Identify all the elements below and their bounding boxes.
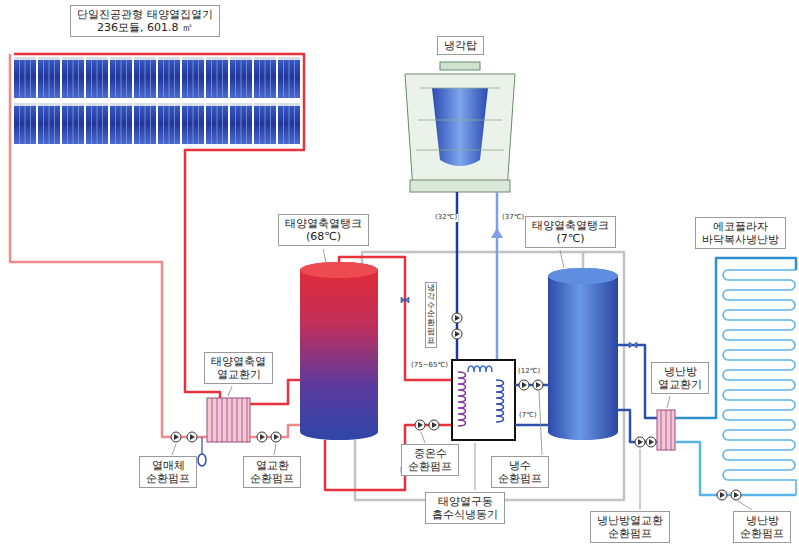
hot-pipe	[14, 54, 304, 398]
leader-line	[274, 444, 276, 455]
leader-line	[560, 250, 564, 268]
bypass-pipe	[355, 252, 624, 500]
leader-line	[172, 444, 176, 455]
return-pipe	[10, 54, 207, 437]
callout-text: 에코플라자 바닥복사냉난방	[701, 220, 780, 246]
heat-exchanger-plates	[661, 410, 671, 450]
pump-symbol	[717, 490, 727, 500]
collector-panels	[14, 103, 302, 144]
callout-text: 태양열축열탱크 (68℃)	[284, 217, 363, 243]
cooling-tower-fill	[432, 88, 488, 166]
callout-box: 냉난방 열교환기	[651, 362, 709, 394]
floor-coil	[723, 270, 796, 495]
hot-pipe	[325, 425, 452, 490]
valve-symbol	[629, 342, 637, 348]
callout-text: 태양열축열탱크 (7℃)	[531, 219, 610, 245]
pump-symbol	[635, 437, 645, 447]
pump-symbol	[429, 420, 439, 430]
cooling-tower-fan	[440, 62, 480, 70]
floor-pipe	[675, 442, 796, 495]
callout-box: 냉각탑	[437, 36, 484, 55]
callout-box: 태양열축열 열교환기	[204, 352, 273, 384]
cooling-tower-frame	[416, 88, 504, 150]
chilled-pipe	[515, 424, 548, 427]
leader-line	[228, 386, 232, 396]
callout-box: 태양열축열탱크 (7℃)	[525, 216, 616, 248]
leader-line	[640, 449, 641, 510]
pump-label: 냉각수 순환펌프	[425, 282, 437, 348]
leader-line	[421, 432, 425, 443]
callout-box: 태양열구동 흡수식냉동기	[425, 492, 505, 524]
callout-box: 태양열축열탱크 (68℃)	[278, 214, 369, 246]
pump-symbol	[187, 432, 197, 442]
temperature-label: (37℃)	[501, 214, 525, 222]
callout-text: 태양열축열 열교환기	[210, 355, 267, 381]
callout-text: 냉각탑	[443, 39, 478, 52]
callout-box: 열매체 순환펌프	[139, 456, 197, 488]
pump-symbol	[415, 420, 425, 430]
heat-exchanger	[207, 398, 250, 442]
leader-line	[539, 391, 542, 455]
cooling-tower	[405, 74, 515, 190]
callout-box: 에코플라자 바닥복사냉난방	[695, 217, 786, 249]
leader-line	[475, 443, 476, 490]
hot-pipe	[339, 257, 452, 380]
collector-panels	[14, 57, 302, 98]
callout-box: 단일진공관형 태양열집열기 236모듈, 601.8 ㎡	[70, 5, 220, 37]
callout-text: 중온수 순환펌프	[407, 447, 453, 473]
callout-box: 냉난방 순환펌프	[733, 511, 791, 543]
hot-storage-tank	[300, 262, 378, 440]
callout-text: 냉난방 순환펌프	[739, 514, 785, 540]
cooling-tower-basin	[410, 180, 510, 192]
cooling-pipe	[496, 192, 499, 364]
callout-text: 냉수 순환펌프	[497, 459, 543, 485]
heat-exchanger-plates	[212, 398, 247, 442]
callout-box: 열교환 순환펌프	[243, 456, 301, 488]
generator-coil	[458, 372, 466, 426]
temperature-label: (75~65℃)	[410, 362, 449, 370]
callout-box: 냉수 순환펌프	[491, 456, 549, 488]
callout-text: 태양열구동 흡수식냉동기	[431, 495, 499, 521]
absorption-chiller	[452, 360, 515, 440]
heat-exchanger	[657, 410, 675, 450]
callout-text: 냉난방열교환 순환펌프	[596, 514, 664, 540]
hot-storage-tank-top	[300, 262, 378, 278]
callout-text: 열매체 순환펌프	[145, 459, 191, 485]
temperature-label: (12℃)	[517, 368, 541, 376]
callout-box: 중온수 순환펌프	[401, 444, 459, 476]
pump-symbol	[452, 313, 462, 323]
temperature-label: (7℃)	[518, 412, 538, 420]
pump-symbol	[271, 432, 281, 442]
callout-text: 단일진공관형 태양열집열기 236모듈, 601.8 ㎡	[76, 8, 214, 34]
pump-symbol	[731, 490, 741, 500]
pump-symbol	[519, 380, 529, 390]
condenser-coil	[468, 366, 492, 372]
cold-storage-tank	[548, 268, 618, 440]
pipe	[201, 437, 202, 454]
cold-storage-tank-top	[548, 268, 618, 284]
leader-line	[667, 396, 670, 408]
leader-line	[738, 501, 752, 510]
expansion-tank	[198, 454, 206, 466]
pump-symbol	[171, 432, 181, 442]
evaporator-coil	[496, 380, 504, 422]
pump-symbol	[646, 437, 656, 447]
valve-symbol	[401, 297, 409, 303]
pump-symbol	[533, 380, 543, 390]
flow-arrow	[491, 228, 503, 238]
callout-text: 열교환 순환펌프	[249, 459, 295, 485]
bypass-pipe	[582, 252, 585, 268]
callout-box: 냉난방열교환 순환펌프	[590, 511, 670, 543]
temperature-label: (32℃)	[434, 214, 458, 222]
callout-text: 냉난방 열교환기	[657, 365, 703, 391]
pump-symbol	[452, 329, 462, 339]
pump-symbol	[257, 432, 267, 442]
leader-line	[323, 249, 326, 262]
